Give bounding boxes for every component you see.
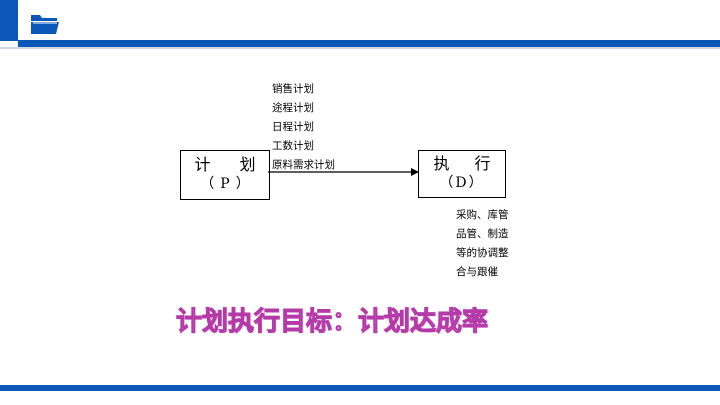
- plan-item: 日程计划: [272, 121, 314, 133]
- folder-icon: [31, 15, 59, 34]
- plan-item: 原料需求计划: [272, 159, 335, 171]
- exec-item: 合与跟催: [456, 266, 498, 278]
- exec-item: 品管、制造: [456, 228, 509, 240]
- plan-box-title: 计 划: [194, 155, 268, 174]
- goal-heading: 计划执行目标：计划达成率: [176, 307, 489, 338]
- header-divider: [0, 47, 720, 49]
- plan-items-list: 销售计划 途程计划 日程计划 工数计划 原料需求计划: [272, 80, 335, 175]
- exec-box-title: 执 行: [433, 154, 501, 173]
- slide-header: [0, 0, 720, 47]
- exec-item: 等的协调整: [456, 247, 509, 259]
- plan-box: 计 划 （P）: [180, 150, 270, 200]
- exec-box: 执 行 （D）: [418, 150, 506, 198]
- plan-box-subtitle: （P）: [200, 176, 256, 192]
- header-bar: [18, 40, 720, 47]
- exec-box-subtitle: （D）: [439, 175, 485, 191]
- header-accent-block: [0, 0, 18, 41]
- plan-to-exec-arrow: [268, 168, 419, 176]
- plan-item: 销售计划: [272, 83, 314, 95]
- plan-item: 途程计划: [272, 102, 314, 114]
- plan-item: 工数计划: [272, 140, 314, 152]
- exec-items-list: 采购、库管 品管、制造 等的协调整 合与跟催: [456, 206, 509, 282]
- footer-bar: [0, 385, 720, 391]
- exec-item: 采购、库管: [456, 209, 509, 221]
